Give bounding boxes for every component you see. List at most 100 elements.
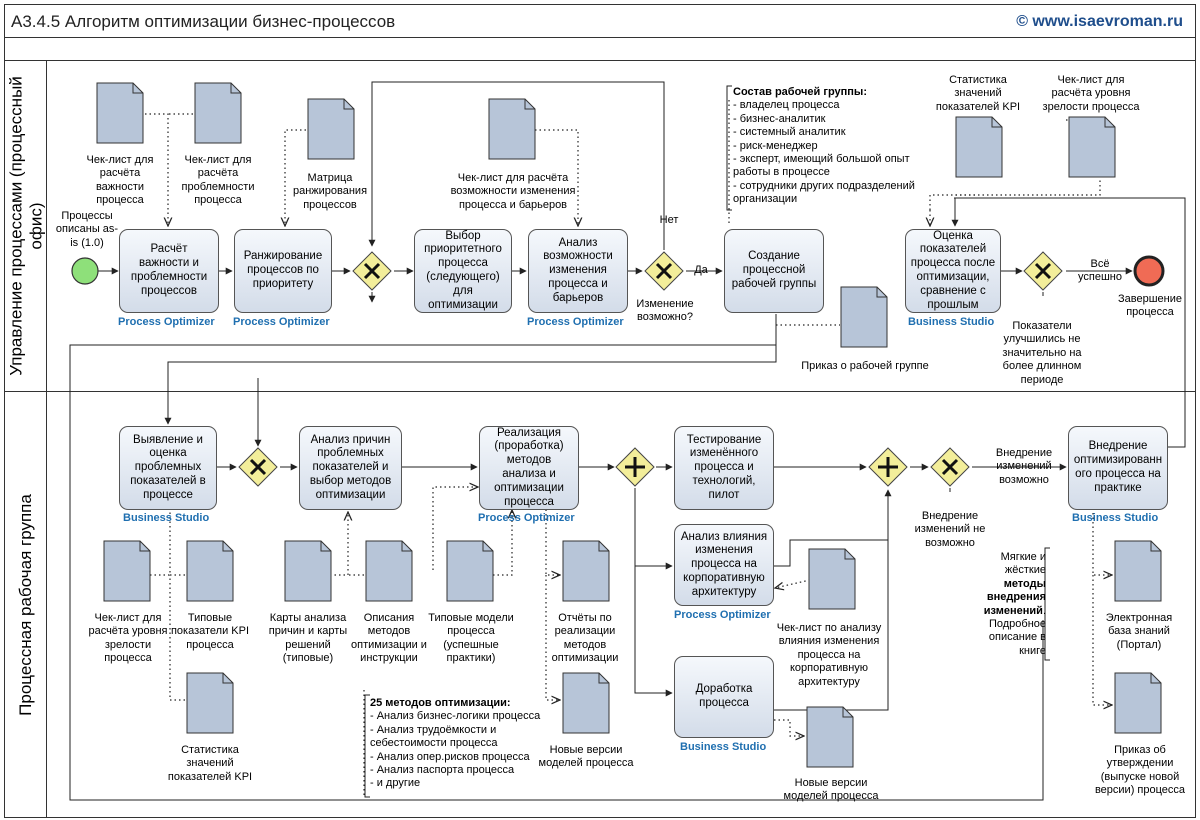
tool-label-po: Process Optimizer xyxy=(478,512,575,524)
document-icon xyxy=(562,672,610,734)
method-item: - Анализ трудоёмкости и себестоимости пр… xyxy=(370,723,498,750)
exclusive-gateway-feasible xyxy=(644,251,684,291)
doc-label-importance-checklist: Чек-лист для расчёта важности процесса xyxy=(86,154,154,207)
team-item: - эксперт, имеющий большой опыт работы в… xyxy=(733,153,910,179)
impl-bold: методы внедрения изменений xyxy=(983,577,1046,617)
header-stripe xyxy=(5,38,1195,61)
parallel-gateway-split xyxy=(615,447,655,487)
task-calc-importance[interactable]: Расчёт важности и проблемности процессов xyxy=(119,229,219,313)
doc-label-new-model-versions-2: Новые версии моделей процесса xyxy=(783,777,879,803)
doc-label-architecture-checklist: Чек-лист по анализу влияния изменения пр… xyxy=(776,622,882,688)
doc-label-team-order: Приказ о рабочей группе xyxy=(801,360,929,372)
doc-label-maturity-checklist-2: Чек-лист для расчёта уровня зрелости про… xyxy=(88,612,168,665)
document-icon xyxy=(840,286,888,348)
document-icon xyxy=(806,706,854,768)
task-analyze-causes[interactable]: Анализ причин проблемных показателей и в… xyxy=(299,426,402,510)
task-refine-process[interactable]: Доработка процесса xyxy=(674,656,774,738)
doc-label-problem-checklist: Чек-лист для расчёта проблемности процес… xyxy=(181,154,255,207)
impl-post: . Подробное описание в книге xyxy=(988,604,1046,657)
team-item: - сотрудники других подразделений органи… xyxy=(733,179,915,206)
exclusive-gateway-merge-2 xyxy=(238,447,278,487)
gateway-success-label: Всё успешно xyxy=(1078,258,1122,284)
team-item: - владелец процесса xyxy=(733,99,840,112)
diagram-frame xyxy=(4,4,1196,818)
task-analyze-feasibility[interactable]: Анализ возможности изменения процесса и … xyxy=(528,229,628,313)
document-icon xyxy=(1114,540,1162,602)
document-icon xyxy=(103,540,151,602)
gateway-question-label: Изменение возможно? xyxy=(636,298,694,324)
exclusive-gateway-success xyxy=(1023,251,1063,291)
page-title: А3.4.5 Алгоритм оптимизации бизнес-проце… xyxy=(11,12,396,31)
tool-label-po: Process Optimizer xyxy=(233,316,330,328)
deploy-possible-label: Внедрение изменений возможно xyxy=(995,447,1053,486)
document-icon xyxy=(808,548,856,610)
doc-label-optimization-reports: Отчёты по реализации методов оптимизации xyxy=(551,612,619,665)
tool-label-bs: Business Studio xyxy=(680,741,767,753)
impl-pre: Мягкие и жёсткие xyxy=(1000,551,1046,577)
document-icon xyxy=(955,116,1003,178)
document-icon xyxy=(186,672,234,734)
task-implement-methods[interactable]: Реализация (проработка) методов анализа … xyxy=(479,426,579,510)
doc-label-kpi-typical: Типовые показатели KPI процесса xyxy=(170,612,250,651)
team-item: - бизнес-аналитик xyxy=(733,112,826,125)
document-icon xyxy=(284,540,332,602)
methods-title: 25 методов оптимизации: xyxy=(370,697,511,709)
task-architecture-impact[interactable]: Анализ влияния изменения процесса на кор… xyxy=(674,524,774,606)
lane-working-group: Процессная рабочая группа xyxy=(5,392,1195,818)
method-item: - Анализ опер.рисков процесса xyxy=(370,750,530,763)
document-icon xyxy=(194,82,242,144)
task-evaluate-kpi[interactable]: Оценка показателей процесса после оптими… xyxy=(905,229,1001,313)
document-icon xyxy=(562,540,610,602)
end-event-label: Завершение процесса xyxy=(1118,293,1182,319)
tool-label-po: Process Optimizer xyxy=(674,609,771,621)
document-icon xyxy=(365,540,413,602)
doc-label-kpi-statistics-2: Статистика значений показателей KPI xyxy=(167,744,253,783)
task-test-pilot[interactable]: Тестирование изменённого процесса и техн… xyxy=(674,426,774,510)
method-item: - Анализ паспорта процесса xyxy=(370,764,515,777)
document-icon xyxy=(1068,116,1116,178)
doc-label-cause-maps: Карты анализа причин и карты решений (ти… xyxy=(268,612,348,665)
doc-label-ranking-matrix: Матрица ранжирования процессов xyxy=(292,172,368,211)
title-bar: А3.4.5 Алгоритм оптимизации бизнес-проце… xyxy=(5,5,1195,38)
tool-label-po: Process Optimizer xyxy=(118,316,215,328)
task-identify-kpi-problems[interactable]: Выявление и оценка проблемных показателе… xyxy=(119,426,217,510)
gateway-yes-label: Да xyxy=(694,264,708,276)
team-item: - системный аналитик xyxy=(733,126,846,139)
task-rank-processes[interactable]: Ранжирование процессов по приоритету xyxy=(234,229,332,313)
doc-label-feasibility-checklist: Чек-лист для расчёта возможности изменен… xyxy=(450,172,576,211)
doc-label-new-model-versions: Новые версии моделей процесса xyxy=(538,744,634,770)
team-composition-annotation: Состав рабочей группы: - владелец процес… xyxy=(733,86,923,207)
doc-label-knowledge-base: Электронная база знаний (Портал) xyxy=(1105,612,1173,651)
doc-label-method-descriptions: Описания методов оптимизации и инструкци… xyxy=(351,612,427,665)
lane-header-top: Управление процессами (процессный офис) xyxy=(5,61,47,391)
methods-annotation: 25 методов оптимизации: - Анализ бизнес-… xyxy=(370,697,555,791)
document-icon xyxy=(186,540,234,602)
task-deploy-process[interactable]: Внедрение оптимизированн ого процесса на… xyxy=(1068,426,1168,510)
tool-label-bs: Business Studio xyxy=(908,316,995,328)
team-composition-title: Состав рабочей группы: xyxy=(733,86,867,98)
tool-label-bs: Business Studio xyxy=(1072,512,1159,524)
task-create-team[interactable]: Создание процессной рабочей группы xyxy=(724,229,824,313)
document-icon xyxy=(1114,672,1162,734)
doc-label-kpi-statistics: Статистика значений показателей KPI xyxy=(935,74,1021,113)
team-item: - риск-менеджер xyxy=(733,139,818,152)
method-item: - и другие xyxy=(370,777,421,790)
tool-label-bs: Business Studio xyxy=(123,512,210,524)
lane-header-bottom: Процессная рабочая группа xyxy=(5,392,47,818)
exclusive-gateway-merge-1 xyxy=(352,251,392,291)
lane-process-office: Управление процессами (процессный офис) xyxy=(5,61,1195,392)
site-credit[interactable]: © www.isaevroman.ru xyxy=(1016,13,1183,30)
method-item: - Анализ бизнес-логики процесса xyxy=(370,710,541,723)
parallel-gateway-join xyxy=(868,447,908,487)
gateway-improved-label: Показатели улучшились не значительно на … xyxy=(1002,320,1082,386)
doc-label-typical-models: Типовые модели процесса (успешные практи… xyxy=(428,612,514,665)
gateway-no-label: Нет xyxy=(659,214,679,226)
implementation-methods-annotation: Мягкие и жёсткие методы внедрения измене… xyxy=(978,551,1046,658)
document-icon xyxy=(307,98,355,160)
end-event xyxy=(1133,255,1165,287)
start-event-label: Процессы описаны as-is (1.0) xyxy=(55,210,119,249)
task-select-priority[interactable]: Выбор приоритетного процесса (следующего… xyxy=(414,229,512,313)
start-event xyxy=(71,257,99,285)
tool-label-po: Process Optimizer xyxy=(527,316,624,328)
